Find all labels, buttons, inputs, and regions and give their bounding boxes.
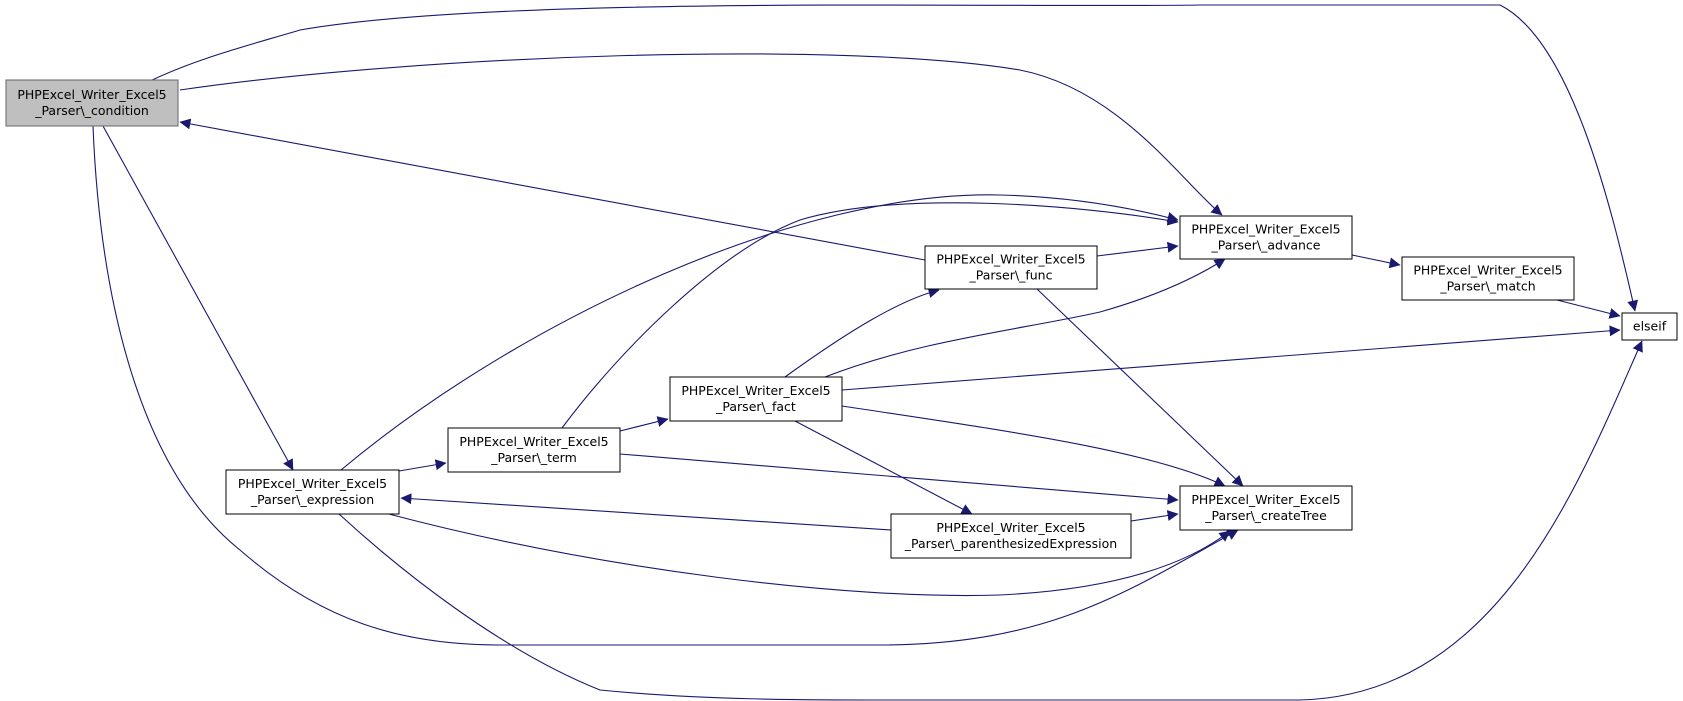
node-paren[interactable]: PHPExcel_Writer_Excel5_Parser\_parenthes… [890, 513, 1132, 559]
node-box [447, 427, 621, 473]
edge-expression-term [398, 459, 447, 472]
edge-fact-createtree [841, 405, 1226, 487]
node-label-line: _Parser\_func [969, 268, 1053, 283]
node-label-line: PHPExcel_Writer_Excel5 [238, 476, 387, 491]
edge-advance-match [1351, 254, 1401, 269]
edge-fact-func [784, 287, 940, 378]
edge-func-createtree [1036, 288, 1244, 487]
node-elseif[interactable]: elseif [1621, 312, 1678, 341]
node-label-line: PHPExcel_Writer_Excel5 [936, 252, 1085, 267]
node-label-line: _Parser\_fact [715, 399, 796, 414]
node-label-line: PHPExcel_Writer_Excel5 [681, 383, 830, 398]
node-box [890, 513, 1132, 559]
node-label-line: PHPExcel_Writer_Excel5 [1191, 492, 1340, 507]
node-fact[interactable]: PHPExcel_Writer_Excel5_Parser\_fact [669, 376, 843, 422]
edge-expression-createtree [384, 512, 1231, 597]
node-box [924, 245, 1098, 290]
edge-term-fact [619, 416, 669, 432]
node-expression[interactable]: PHPExcel_Writer_Excel5_Parser\_expressio… [225, 469, 400, 515]
edges-layer [92, 4, 1643, 701]
node-createtree[interactable]: PHPExcel_Writer_Excel5_Parser\_createTre… [1179, 485, 1353, 531]
node-label-line: _Parser\_expression [250, 492, 374, 507]
edge-match-elseif [1556, 299, 1621, 319]
node-box [1401, 256, 1575, 301]
node-label-line: PHPExcel_Writer_Excel5 [1413, 263, 1562, 278]
edge-condition-elseif [139, 4, 1639, 312]
node-box [1179, 485, 1353, 531]
edge-func-condition [179, 118, 926, 261]
edge-paren-expression [400, 493, 892, 531]
edge-expression-advance [340, 194, 1179, 471]
node-label-line: PHPExcel_Writer_Excel5 [1191, 222, 1340, 237]
node-label-line: _Parser\_createTree [1204, 508, 1327, 523]
node-advance[interactable]: PHPExcel_Writer_Excel5_Parser\_advance [1179, 215, 1353, 260]
node-box [5, 79, 179, 127]
edge-fact-advance [824, 258, 1226, 378]
edge-condition-advance [179, 53, 1223, 216]
node-box [669, 376, 843, 422]
edge-func-advance [1096, 241, 1179, 257]
node-label-line: PHPExcel_Writer_Excel5 [459, 434, 608, 449]
node-label-line: _Parser\_advance [1211, 238, 1321, 253]
node-label-line: elseif [1633, 319, 1667, 334]
node-label-line: _Parser\_parenthesizedExpression [904, 536, 1117, 551]
node-box [225, 469, 400, 515]
node-condition[interactable]: PHPExcel_Writer_Excel5_Parser\_condition [5, 79, 179, 127]
node-term[interactable]: PHPExcel_Writer_Excel5_Parser\_term [447, 427, 621, 473]
node-label-line: PHPExcel_Writer_Excel5 [936, 520, 1085, 535]
edge-fact-elseif [841, 325, 1621, 391]
edge-condition-expression [102, 125, 294, 471]
node-label-line: _Parser\_condition [34, 103, 149, 118]
nodes-layer: PHPExcel_Writer_Excel5_Parser\_condition… [5, 79, 1678, 559]
edge-term-createtree [619, 453, 1179, 505]
node-label-line: PHPExcel_Writer_Excel5 [17, 87, 166, 102]
node-func[interactable]: PHPExcel_Writer_Excel5_Parser\_func [924, 245, 1098, 290]
node-box [1179, 215, 1353, 260]
node-label-line: _Parser\_match [1439, 279, 1535, 294]
node-label-line: _Parser\_term [490, 450, 577, 465]
edge-fact-paren [794, 420, 973, 515]
edge-paren-createtree [1130, 510, 1179, 522]
edge-term-advance [561, 202, 1179, 429]
node-box [1621, 312, 1678, 341]
edge-condition-createtree [92, 125, 1239, 646]
node-match[interactable]: PHPExcel_Writer_Excel5_Parser\_match [1401, 256, 1575, 301]
edge-expression-elseif [338, 340, 1643, 701]
